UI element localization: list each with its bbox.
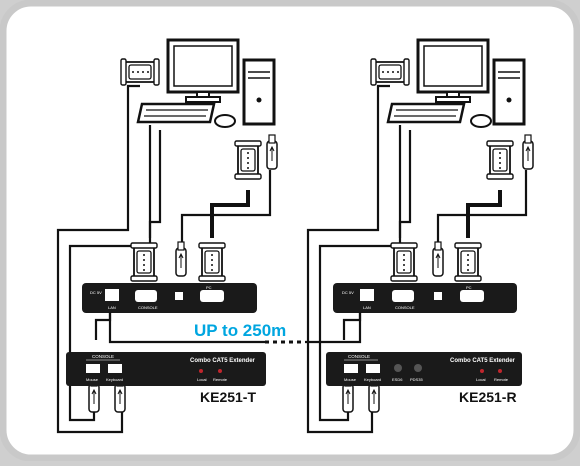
- transmitter-rear-panel: DC 5V LAN CONSOLE PC: [82, 283, 257, 313]
- vga-connector-icon: [390, 242, 418, 282]
- pc-tower-icon: [492, 58, 526, 126]
- vga-connector-icon: [370, 58, 410, 86]
- front-label-pds35: PDS35: [410, 377, 423, 382]
- front-label-keyboard: Keyboard: [106, 377, 123, 382]
- receiver-group: DC 5V LAN CONSOLE PC CONSOLE Combo CAT5 …: [306, 38, 534, 434]
- transmitter-group: DC 5V LAN CONSOLE PC CONSOLE Combo CAT5 …: [56, 38, 278, 434]
- monitor-icon: [416, 38, 490, 103]
- front-label-mouse: Mouse: [344, 377, 357, 382]
- front-label-local: Local: [197, 377, 207, 382]
- console-cables: [306, 84, 528, 434]
- vga-connector-icon: [120, 58, 160, 86]
- front-title: Combo CAT5 Extender: [450, 358, 516, 364]
- vga-connector-icon: [234, 140, 262, 180]
- pc-tower-icon: [242, 58, 276, 126]
- rear-label-lan: LAN: [363, 305, 371, 310]
- front-label-esd6: ESD6: [392, 377, 403, 382]
- usb-connector-icon: [266, 134, 278, 170]
- rear-label-dc: DC 5V: [342, 290, 354, 295]
- rear-label-dc: DC 5V: [90, 290, 102, 295]
- front-label-keyboard: Keyboard: [364, 377, 381, 382]
- front-label-remote: Remote: [494, 377, 509, 382]
- vga-connector-icon: [454, 242, 482, 282]
- rear-label-lan: LAN: [108, 305, 116, 310]
- transmitter-model-label: KE251-T: [200, 389, 256, 405]
- receiver-front-panel: CONSOLE Combo CAT5 Extender Mouse Keyboa…: [326, 352, 522, 386]
- front-label-local: Local: [476, 377, 486, 382]
- rear-label-pc: PC: [206, 285, 212, 290]
- transmitter-front-panel: CONSOLE Combo CAT5 Extender Mouse Keyboa…: [66, 352, 266, 386]
- keyboard-icon: [136, 102, 216, 124]
- rear-label-pc: PC: [466, 285, 472, 290]
- console-cables: [56, 84, 272, 434]
- rear-label-console: CONSOLE: [138, 305, 158, 310]
- receiver-model-label: KE251-R: [459, 389, 517, 405]
- usb-connector-icon: [175, 241, 187, 277]
- mouse-icon: [470, 114, 492, 128]
- distance-label: UP to 250m: [194, 321, 286, 340]
- vga-connector-icon: [130, 242, 158, 282]
- usb-connector-icon: [522, 134, 534, 170]
- vga-connector-icon: [486, 140, 514, 180]
- monitor-icon: [166, 38, 240, 103]
- front-title: Combo CAT5 Extender: [190, 358, 256, 364]
- mouse-icon: [214, 114, 236, 128]
- front-section-label: CONSOLE: [92, 354, 114, 359]
- receiver-rear-panel: DC 5V LAN CONSOLE PC: [333, 283, 517, 313]
- front-label-remote: Remote: [213, 377, 228, 382]
- cat5-link: UP to 250m: [108, 312, 362, 344]
- front-section-label: CONSOLE: [348, 354, 370, 359]
- vga-connector-icon: [198, 242, 226, 282]
- front-label-mouse: Mouse: [86, 377, 99, 382]
- rear-label-console: CONSOLE: [395, 305, 415, 310]
- usb-connector-icon: [432, 241, 444, 277]
- keyboard-icon: [386, 102, 466, 124]
